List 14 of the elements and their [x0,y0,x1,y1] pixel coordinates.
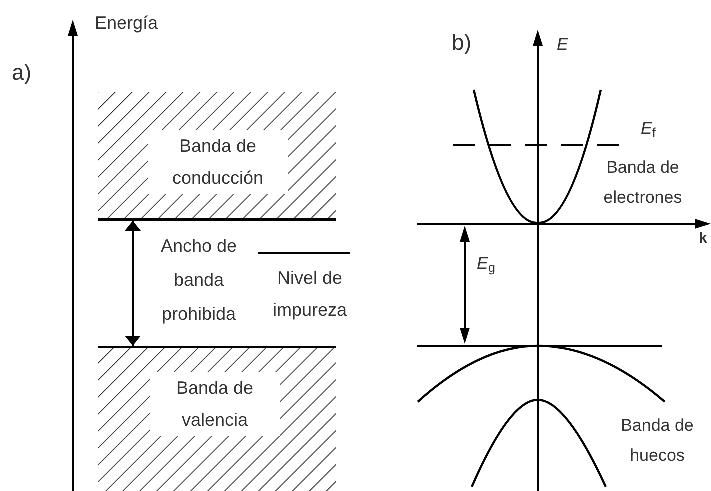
diagram-label: Banda de electrones [602,157,684,209]
band-label: Banda de conducción [148,130,288,194]
diagram-label: Energía [95,12,158,35]
diagram-label: k [699,229,708,249]
diagram-label: Banda de huecos [620,415,695,467]
diagram-label: E$_{g}$ [477,253,496,275]
diagram-label: a) [12,59,32,87]
band-label: Banda de valencia [150,372,280,436]
diagram-label: Nivel de impureza [272,267,348,322]
diagram-label: E [557,34,568,56]
diagram-label: Ancho de banda prohibida [160,235,238,326]
diagram-label: E$_{f}$ [641,118,656,140]
diagram-label: b) [452,29,472,57]
double-arrow [125,221,141,346]
